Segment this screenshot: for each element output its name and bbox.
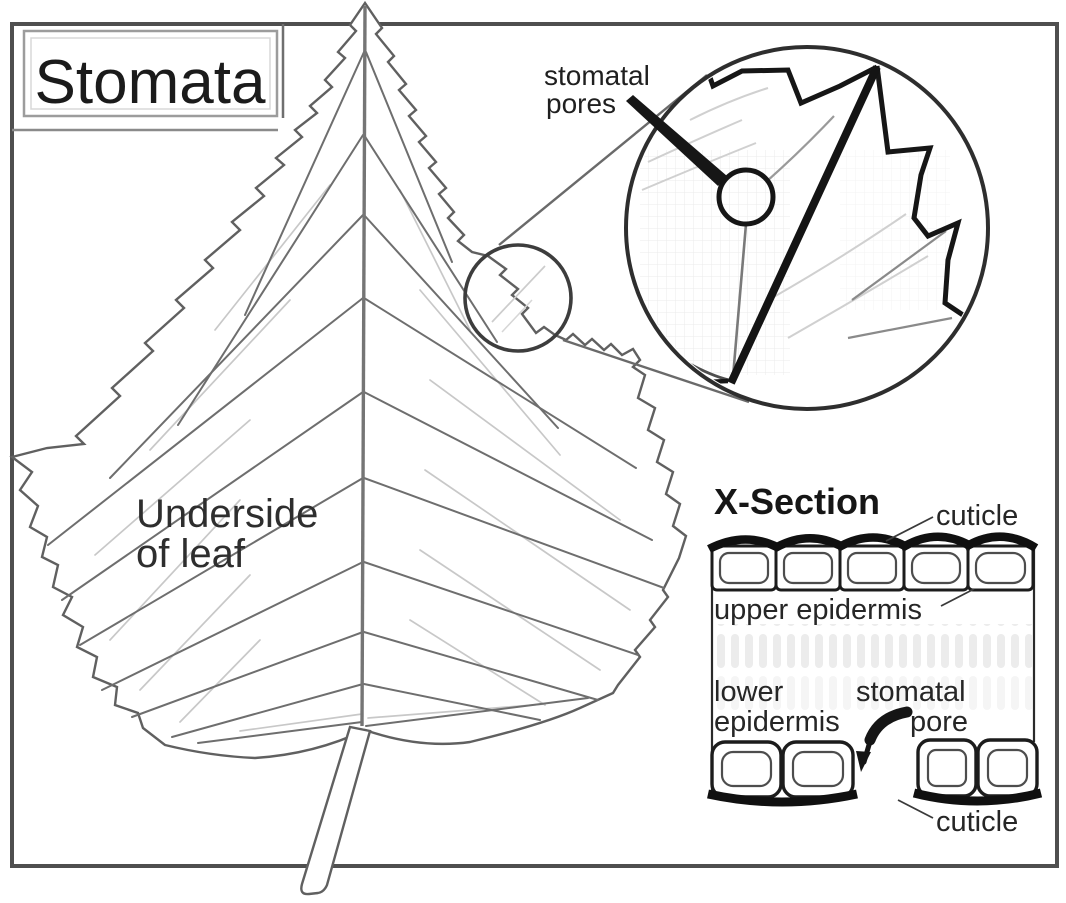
magnified-vein — [847, 316, 953, 340]
leaf-primary-veins — [47, 51, 665, 744]
cuticle-top-pointer — [885, 516, 934, 542]
title-box-outer-border — [22, 29, 279, 118]
stomatal-pores-pointer — [626, 95, 727, 186]
source-circle-detail-line — [491, 265, 546, 323]
upper-epidermis-label: upper epidermis — [714, 594, 922, 626]
magnified-margin-teeth-top — [702, 62, 879, 107]
lower-epidermis-cells-left — [707, 740, 858, 807]
xsection-labels: X-Section cuticle upper epidermis lower … — [714, 481, 1018, 838]
underside-label-line1: Underside — [136, 492, 318, 536]
lower-epidermis-label-line1: lower — [714, 676, 784, 708]
source-circle-detail-line — [501, 299, 533, 333]
upper-epidermis-pointer — [940, 588, 975, 607]
cuticle-bottom-pointer — [897, 799, 934, 819]
frame-border — [10, 22, 1059, 868]
cuticle-top-label: cuticle — [936, 500, 1018, 532]
cell-grid-texture — [840, 150, 950, 310]
leaf-outline — [9, 0, 688, 760]
leaf-drawing — [9, 0, 688, 896]
stomatal-pore-label-line1: stomatal — [856, 676, 966, 708]
mesophyll-texture — [714, 670, 1032, 710]
magnifier-source-circle — [463, 243, 573, 353]
lower-epidermis-cells-right — [912, 738, 1043, 806]
leaf-secondary-veins — [94, 184, 631, 732]
stomatal-pore-label-line2: pore — [910, 706, 968, 738]
figure-frame — [10, 22, 1059, 868]
stomatal-pores-label-line2: pores — [546, 88, 616, 119]
stomatal-pore-marker-circle — [716, 167, 776, 227]
magnifier-tangent-upper — [498, 74, 708, 246]
magnified-vein — [851, 230, 947, 301]
underside-label-line2: of leaf — [136, 532, 246, 576]
leaf-petiole — [300, 725, 372, 896]
magnified-vein — [731, 223, 748, 378]
title-box: Stomata — [22, 29, 279, 118]
cuticle-bottom-band-left — [707, 789, 858, 807]
stomatal-pores-label: stomatal pores — [544, 60, 727, 186]
mesophyll-texture — [714, 624, 1032, 668]
lower-epidermis-label-line2: epidermis — [714, 706, 840, 738]
leaf-midrib — [360, 5, 367, 727]
underside-label: Underside of leaf — [136, 492, 318, 576]
magnified-main-vein — [727, 65, 881, 385]
cuticle-top-band — [707, 532, 1039, 553]
xsection-drawing — [707, 516, 1043, 819]
magnifier-tangent-lower — [562, 338, 750, 404]
magnifier-source — [463, 243, 573, 353]
figure-title: Stomata — [35, 48, 266, 117]
magnified-view — [624, 45, 990, 411]
title-box-inner-border — [30, 37, 271, 110]
xsection-title: X-Section — [714, 481, 880, 522]
stomatal-pores-label-line1: stomatal — [544, 60, 650, 91]
stomatal-pore-arrow — [856, 706, 913, 772]
cuticle-bottom-label: cuticle — [936, 806, 1018, 838]
cuticle-bottom-band-right — [912, 788, 1043, 806]
magnified-vein — [765, 115, 835, 183]
upper-epidermis-cells — [707, 532, 1039, 592]
